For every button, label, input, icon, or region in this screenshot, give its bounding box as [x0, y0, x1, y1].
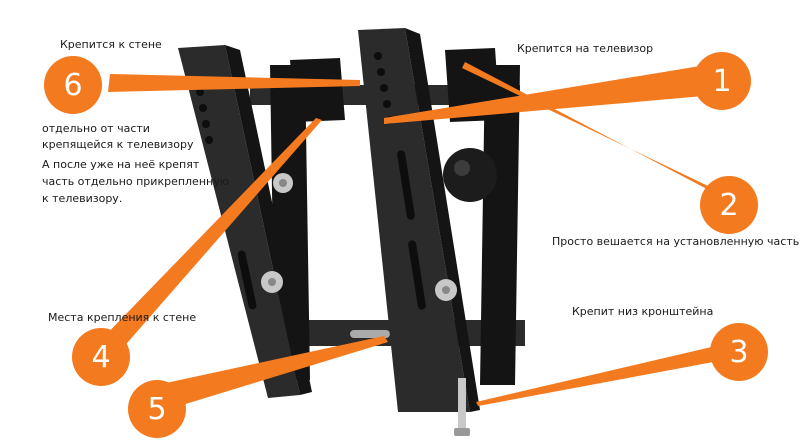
left-arm-edge	[225, 45, 312, 395]
right-tv-arm	[358, 28, 480, 412]
left-arm-hole	[205, 136, 213, 144]
right-arm-bolt-center	[442, 286, 450, 294]
badge-3: 3	[710, 323, 768, 381]
caption-after-2: часть отдельно прикрепленную	[42, 175, 229, 188]
badge-2: 2	[700, 176, 758, 234]
wall-plate-right-upright	[480, 65, 520, 385]
badge-1: 1	[693, 52, 751, 110]
right-arm-body	[358, 28, 470, 412]
caption-after-1: А после уже на неё крепят	[42, 158, 200, 171]
callout-lines	[96, 62, 724, 410]
badge-6: 6	[44, 56, 102, 114]
caption-bottom-lock: Крепит низ кронштейна	[572, 305, 714, 318]
callout-line-6	[108, 74, 360, 92]
screw-head	[454, 428, 470, 436]
left-arm-hole	[196, 88, 204, 96]
callout-line-4	[96, 118, 322, 358]
caption-separate-1: отдельно от части	[42, 122, 150, 135]
badge-5: 5	[128, 380, 186, 438]
right-arm-slot	[397, 150, 415, 220]
badge-4: 4	[72, 328, 130, 386]
bottom-lock-screw	[454, 378, 470, 436]
screw-shaft	[458, 378, 466, 433]
knob-highlight	[454, 160, 470, 176]
caption-separate-2: крепящейся к телевизору	[42, 138, 194, 151]
left-arm-bolt-center	[268, 278, 276, 286]
tilt-knob	[443, 148, 497, 202]
left-arm-bolt-center	[279, 179, 287, 187]
callout-line-2	[462, 62, 724, 198]
caption-hangs: Просто вешается на установленную часть	[552, 235, 800, 248]
right-arm-hole	[377, 68, 385, 76]
caption-tv-mount: Крепится на телевизор	[517, 42, 654, 55]
right-arm-slot	[408, 240, 426, 310]
caption-wall-mount: Крепится к стене	[60, 38, 162, 51]
knob-cap	[443, 148, 497, 202]
right-arm-edge	[405, 28, 480, 412]
wall-slot	[350, 330, 390, 338]
left-tv-arm	[178, 45, 312, 398]
right-arm-hole	[380, 84, 388, 92]
left-arm-slot	[237, 250, 257, 310]
right-arm-hole	[374, 52, 382, 60]
left-hook	[290, 58, 345, 122]
right-arm-hole	[383, 100, 391, 108]
caption-after-3: к телевизору.	[42, 192, 123, 205]
left-arm-body	[178, 45, 300, 398]
callout-line-3	[476, 345, 724, 406]
caption-wall-points: Места крепления к стене	[48, 311, 197, 324]
callout-line-1	[384, 66, 704, 124]
left-arm-hole	[202, 120, 210, 128]
callout-line-5	[152, 336, 388, 410]
left-arm-hole	[199, 104, 207, 112]
